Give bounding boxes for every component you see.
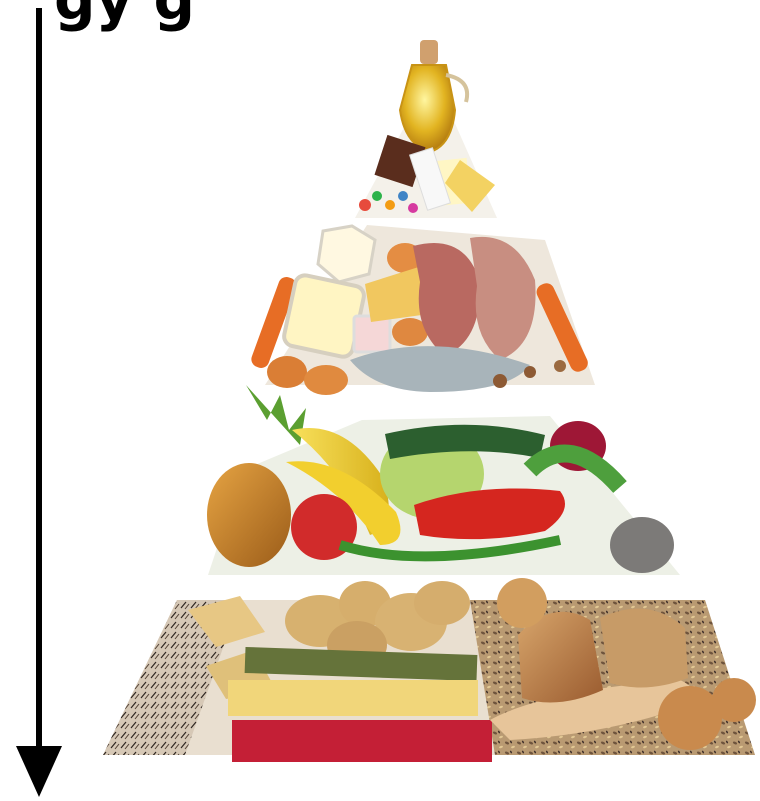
third-tier-fruits-vegetables-icon [207, 385, 680, 575]
base-tier-grains-breads-icon [103, 578, 756, 762]
downward-arrow [16, 8, 62, 797]
top-tier-oil-sweets-icon [355, 40, 497, 218]
second-tier-protein-dairy-icon [249, 225, 595, 395]
